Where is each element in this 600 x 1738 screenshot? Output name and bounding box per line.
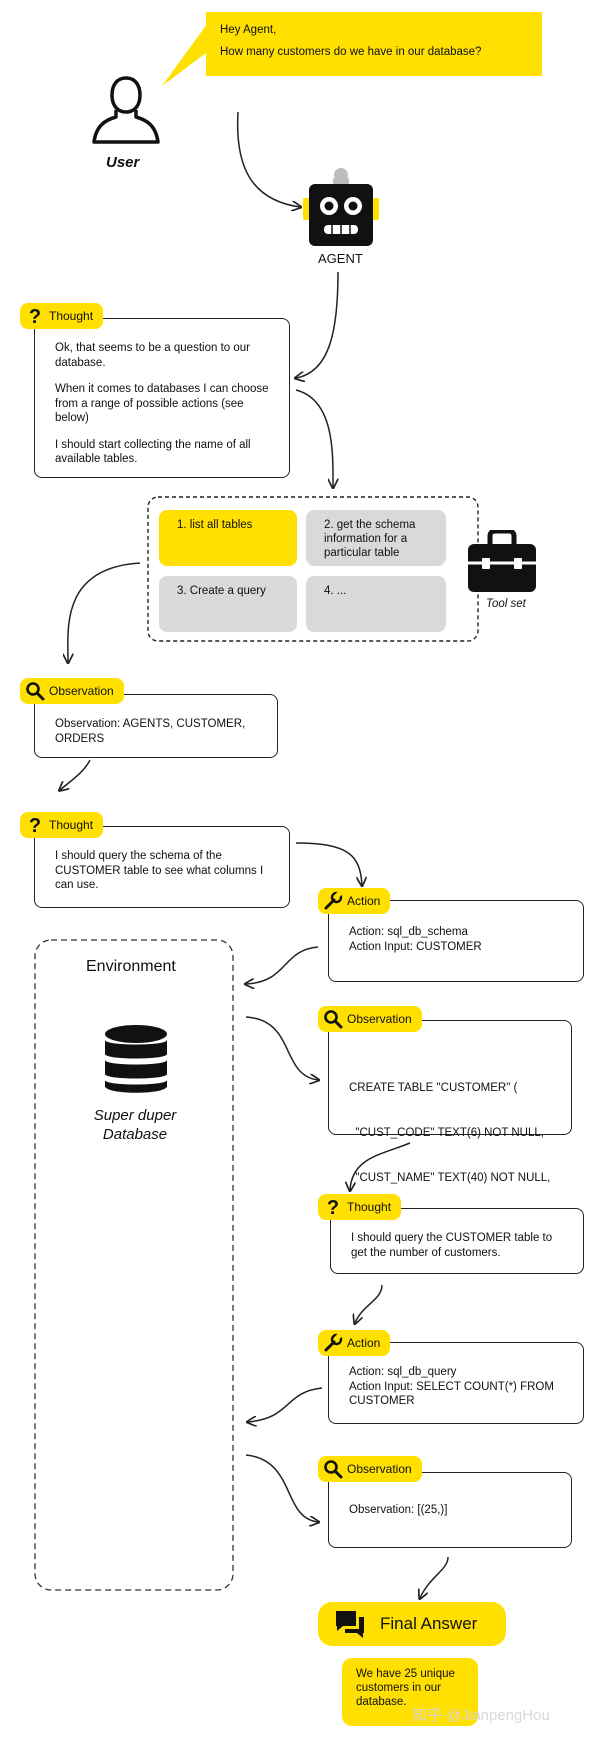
toolset-label: Tool set — [486, 598, 526, 610]
action-1-line-1: Action: sql_db_schema — [349, 926, 468, 938]
observation-3-box: Observation: [(25,)] — [328, 1472, 572, 1548]
svg-text:?: ? — [327, 1197, 339, 1217]
magnifier-icon — [322, 1458, 344, 1480]
user-message-bubble: Hey Agent, How many customers do we have… — [206, 12, 542, 76]
action-1-tag-label: Action — [347, 894, 381, 908]
tool-list-tables: 1. list all tables — [159, 510, 297, 566]
arrow-thought1-to-tools — [295, 389, 333, 487]
arrow-observation2-to-thought3 — [350, 1142, 411, 1190]
svg-text:?: ? — [29, 815, 41, 835]
final-answer-label: Final Answer — [380, 1614, 478, 1633]
question-mark-icon: ? — [322, 1196, 344, 1218]
observation-2-line-1: CREATE TABLE "CUSTOMER" ( — [349, 1082, 518, 1094]
database-label-line-2: Database — [102, 1126, 168, 1143]
database-label: Super duper Database — [60, 1106, 210, 1144]
agent-label: AGENT — [318, 251, 363, 266]
database-label-line-1: Super duper — [93, 1107, 177, 1124]
observation-1-tag: Observation — [20, 678, 124, 704]
watermark: 知乎 @JianpengHou — [412, 1707, 550, 1724]
magnifier-icon — [322, 1008, 344, 1030]
thought-3-tag-label: Thought — [347, 1200, 392, 1214]
arrow-action2-to-environment — [248, 1387, 323, 1422]
robot-icon — [303, 168, 379, 246]
user-bubble-tail — [162, 20, 210, 86]
thought-3-tag: ? Thought — [318, 1194, 402, 1220]
thought-1-tag-label: Thought — [49, 309, 94, 323]
user-message-line-2: How many customers do we have in our dat… — [220, 46, 482, 58]
arrow-observation1-to-thought2 — [60, 759, 91, 790]
environment-title: Environment — [86, 958, 176, 975]
arrow-observation3-to-final — [420, 1556, 449, 1598]
toolbox-icon — [468, 530, 536, 592]
tool-create-query: 3. Create a query — [159, 576, 297, 632]
action-2-tag: Action — [318, 1330, 391, 1356]
action-2-tag-label: Action — [347, 1336, 381, 1350]
final-answer-text: We have 25 unique customers in our datab… — [342, 1658, 478, 1726]
thought-1-paragraph-1: Ok, that seems to be a question to our d… — [55, 342, 250, 369]
user-message-line-1: Hey Agent, — [220, 24, 277, 36]
wrench-icon — [322, 1332, 344, 1354]
observation-2-line-3: "CUST_NAME" TEXT(40) NOT NULL, — [349, 1172, 551, 1184]
action-1-tag: Action — [318, 888, 391, 914]
user-label: User — [106, 154, 140, 171]
user-icon — [92, 76, 160, 144]
question-mark-icon: ? — [24, 814, 46, 836]
arrow-environment-to-observation2 — [245, 1016, 318, 1080]
observation-3-tag-label: Observation — [347, 1462, 412, 1476]
thought-2-tag: ? Thought — [20, 812, 104, 838]
observation-3-tag: Observation — [318, 1456, 422, 1482]
arrow-thought3-to-action2 — [355, 1284, 383, 1323]
observation-2-tag-label: Observation — [347, 1012, 412, 1026]
magnifier-icon — [24, 680, 46, 702]
observation-1-box: Observation: AGENTS, CUSTOMER, ORDERS — [34, 694, 278, 758]
arrow-environment-to-observation3 — [245, 1454, 318, 1522]
tool-get-schema: 2. get the schema information for a part… — [306, 510, 446, 566]
observation-2-line-2: "CUST_CODE" TEXT(6) NOT NULL, — [349, 1127, 544, 1139]
chat-bubbles-icon — [336, 1611, 364, 1638]
question-mark-icon: ? — [24, 305, 46, 327]
svg-text:?: ? — [29, 306, 41, 326]
environment-frame — [34, 939, 234, 1591]
arrow-action1-to-environment — [246, 946, 319, 984]
tool-more: 4. ... — [306, 576, 446, 632]
observation-2-tag: Observation — [318, 1006, 422, 1032]
arrow-user-to-agent — [236, 111, 300, 207]
thought-2-tag-label: Thought — [49, 818, 94, 832]
arrow-tools-to-observation1 — [68, 562, 141, 662]
thought-1-paragraph-2: When it comes to databases I can choose … — [55, 383, 269, 424]
observation-2-box: CREATE TABLE "CUSTOMER" ( "CUST_CODE" TE… — [328, 1020, 572, 1274]
database-icon — [105, 1025, 167, 1093]
arrow-agent-to-thought1 — [296, 271, 339, 378]
action-2-line-2: Action Input: SELECT COUNT(*) FROM CUSTO… — [349, 1380, 554, 1408]
arrow-thought2-to-action1 — [295, 842, 362, 885]
action-1-line-2: Action Input: CUSTOMER — [349, 940, 482, 953]
thought-1-tag: ? Thought — [20, 303, 104, 329]
final-answer-badge: Final Answer — [318, 1602, 506, 1646]
thought-2-box: I should query the schema of the CUSTOME… — [34, 826, 290, 908]
action-2-line-1: Action: sql_db_query — [349, 1366, 457, 1378]
wrench-icon — [322, 890, 344, 912]
thought-1-box: Ok, that seems to be a question to our d… — [34, 318, 290, 478]
thought-1-paragraph-3: I should start collecting the name of al… — [55, 438, 251, 466]
observation-1-tag-label: Observation — [49, 684, 114, 698]
